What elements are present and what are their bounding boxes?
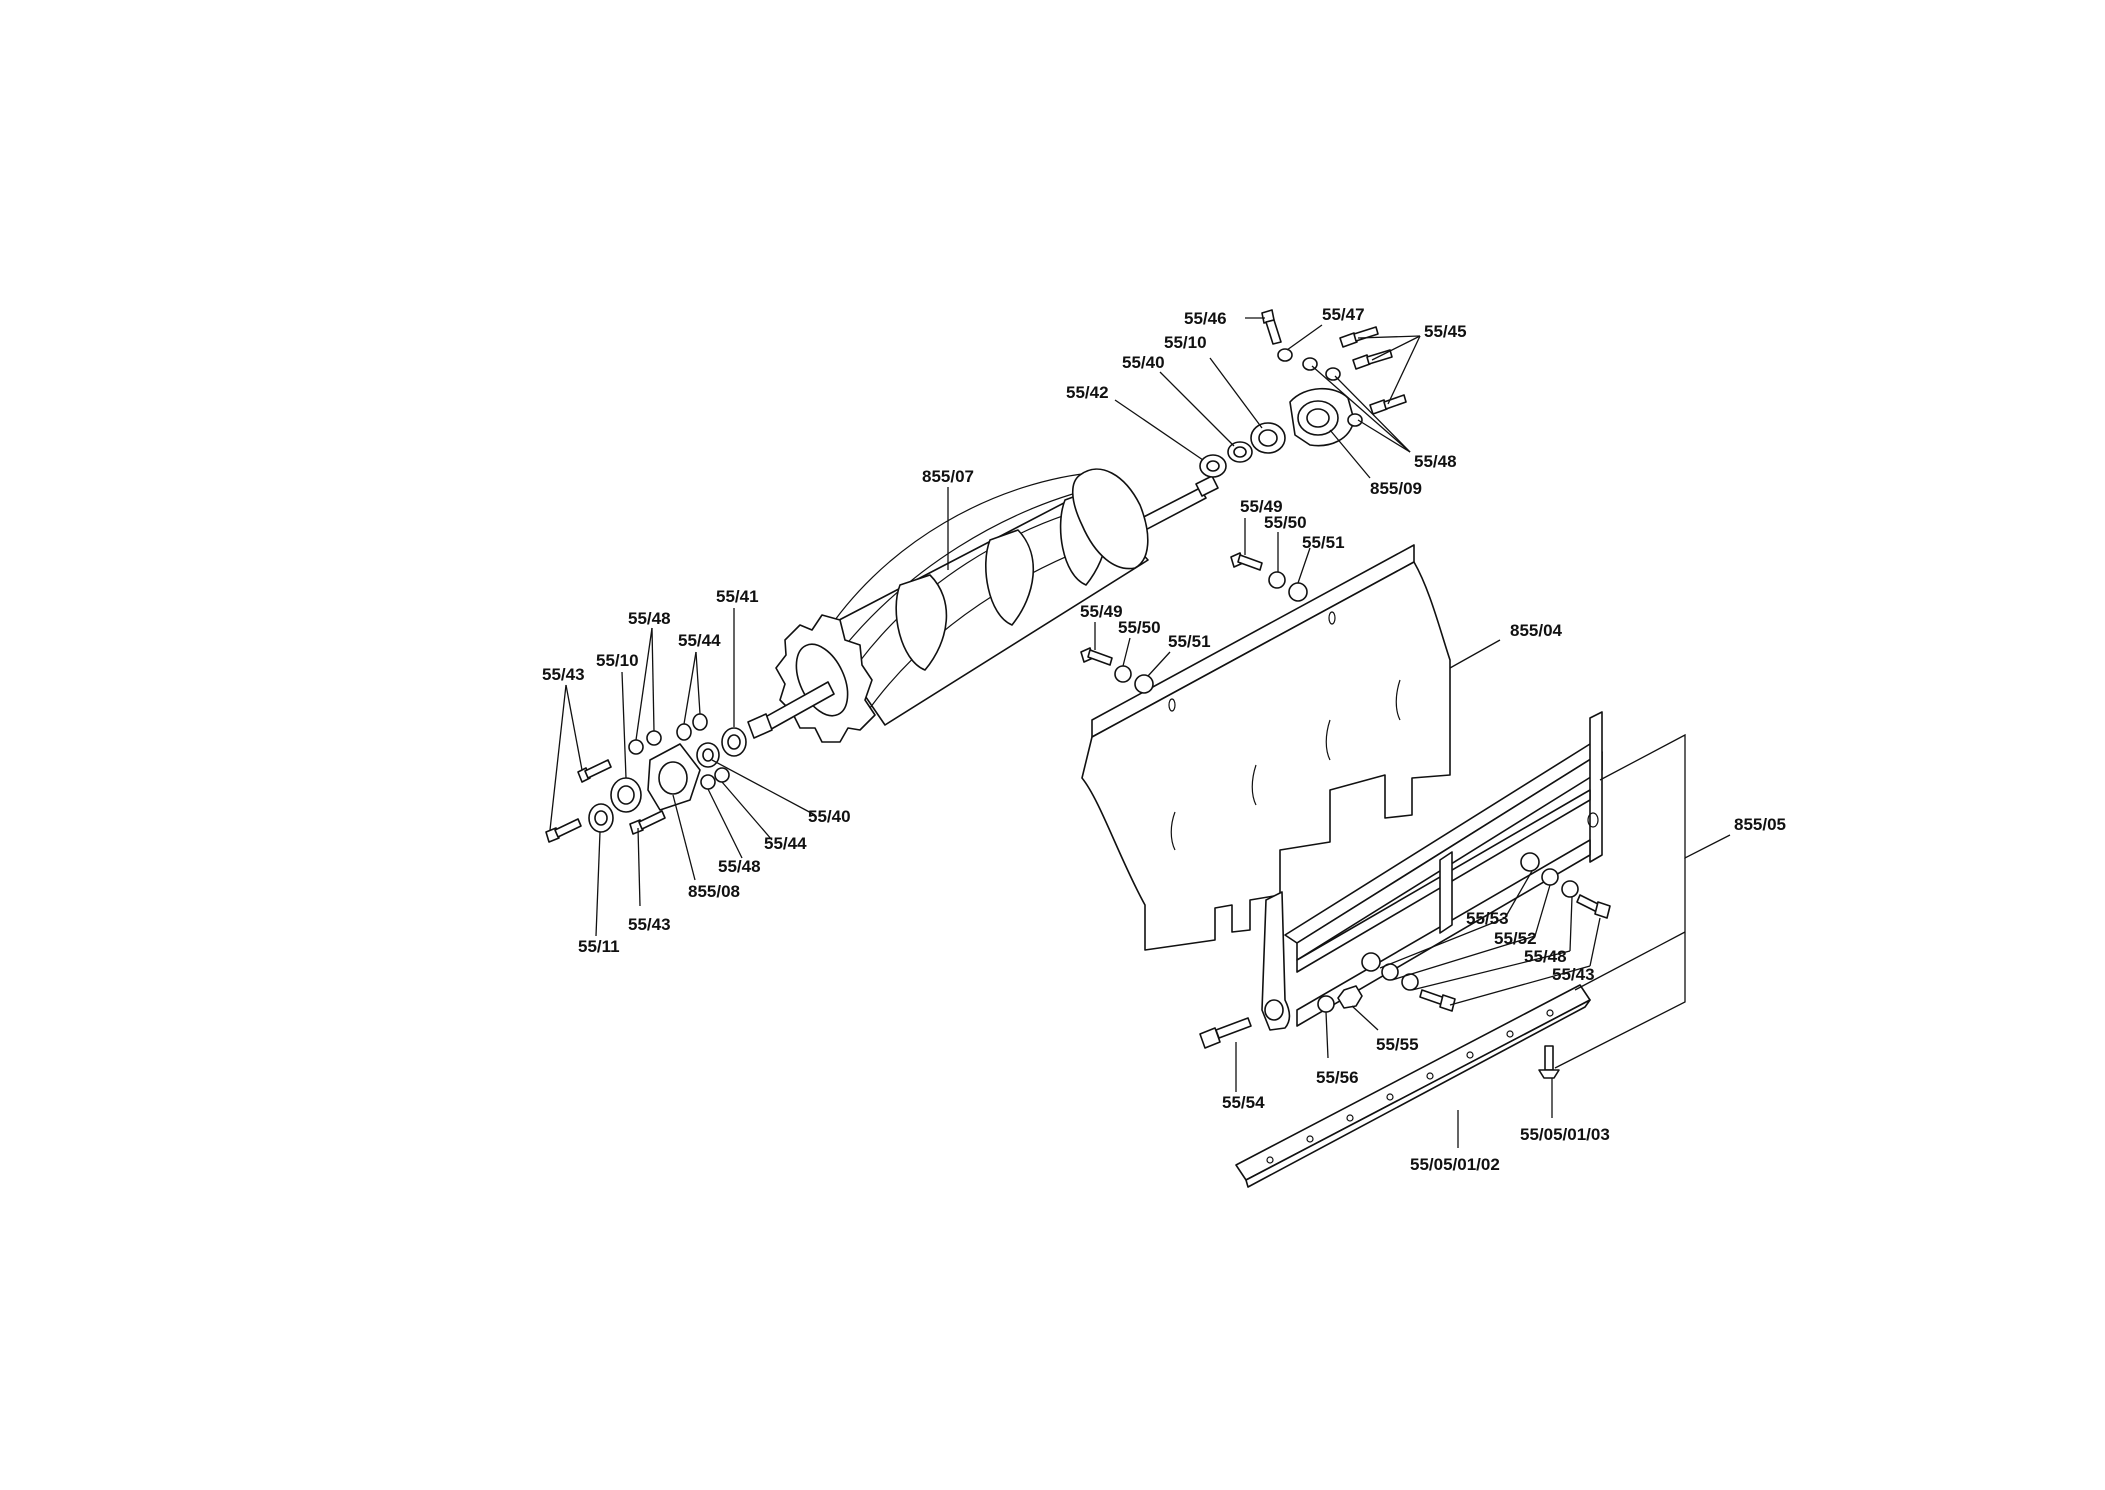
cutting-cylinder [747,468,1219,743]
label-55-44-low: 55/44 [764,834,807,853]
label-55-46: 55/46 [1184,309,1227,328]
label-55-52: 55/52 [1494,929,1537,948]
label-55-11: 55/11 [578,937,620,956]
label-855-04: 855/04 [1510,621,1563,640]
label-55-43-right: 55/43 [1552,965,1595,984]
label-855-09: 855/09 [1370,479,1422,498]
label-55-48-right: 55/48 [1524,947,1567,966]
label-55-50-b: 55/50 [1118,618,1161,637]
label-55-56: 55/56 [1316,1068,1359,1087]
label-55-48-left: 55/48 [628,609,671,628]
label-55-05-01-02: 55/05/01/02 [1410,1155,1500,1174]
label-55-40-left: 55/40 [808,807,851,826]
label-855-07: 855/07 [922,467,974,486]
label-55-10-top: 55/10 [1164,333,1207,352]
label-55-54: 55/54 [1222,1093,1265,1112]
label-55-10-left: 55/10 [596,651,639,670]
right-bearing-assembly [1199,309,1407,478]
label-55-05-01-03: 55/05/01/03 [1520,1125,1610,1144]
part-labels: 55/46 55/47 55/45 55/10 55/40 55/42 55/4… [542,305,1786,1174]
label-55-47: 55/47 [1322,305,1365,324]
label-55-40-top: 55/40 [1122,353,1165,372]
label-55-49-b: 55/49 [1080,602,1123,621]
label-55-44-left: 55/44 [678,631,721,650]
label-855-05: 855/05 [1734,815,1786,834]
label-55-53: 55/53 [1466,909,1509,928]
bottom-blade-frame [1199,711,1611,1188]
label-55-43-low: 55/43 [628,915,671,934]
label-55-55: 55/55 [1376,1035,1419,1054]
label-55-49-a: 55/49 [1240,497,1283,516]
label-55-51-b: 55/51 [1168,632,1211,651]
label-55-48-top: 55/48 [1414,452,1457,471]
leader-lines [549,317,1731,1148]
left-bearing-assembly [545,713,747,843]
label-55-50-a: 55/50 [1264,513,1307,532]
label-55-42: 55/42 [1066,383,1109,402]
label-855-08: 855/08 [688,882,740,901]
label-55-51-a: 55/51 [1302,533,1345,552]
label-55-48-low: 55/48 [718,857,761,876]
label-55-41: 55/41 [716,587,759,606]
label-55-43-left: 55/43 [542,665,585,684]
label-55-45: 55/45 [1424,322,1467,341]
